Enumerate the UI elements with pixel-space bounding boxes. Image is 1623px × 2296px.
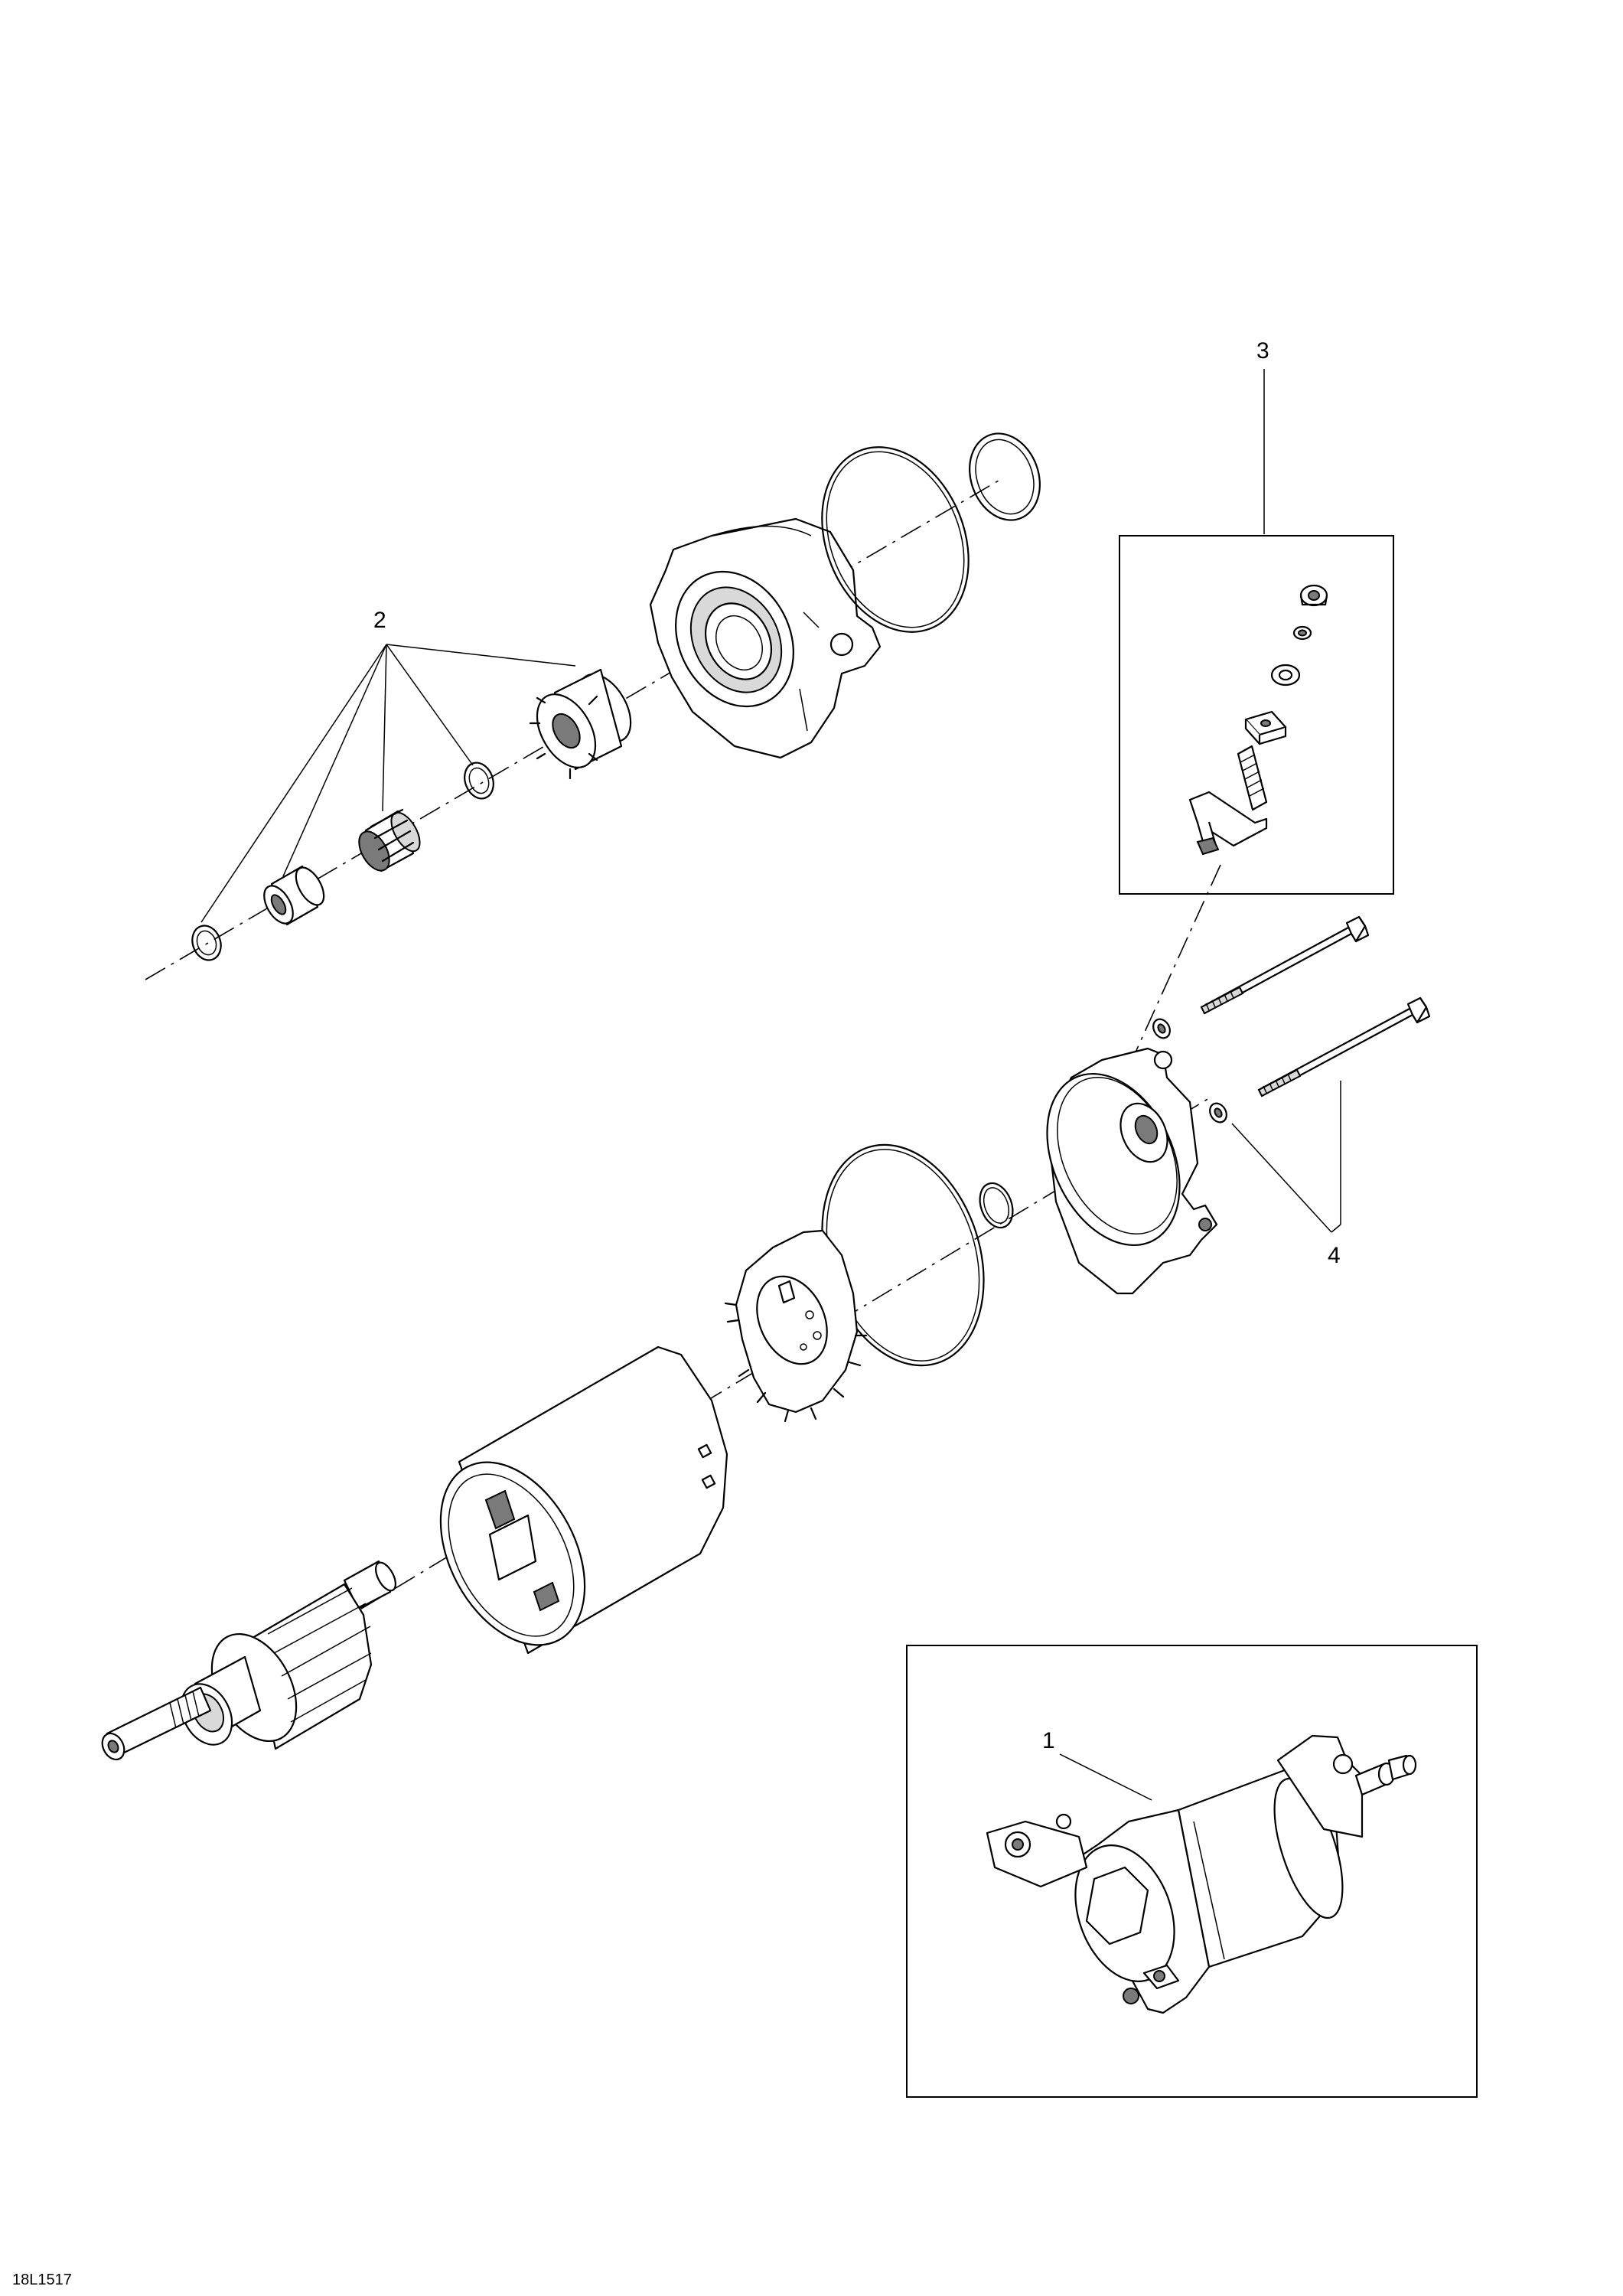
flat-washer bbox=[1270, 664, 1301, 687]
large-o-ring-upper bbox=[821, 446, 970, 633]
callout-2-leaders bbox=[200, 644, 576, 923]
starter-motor-assembly bbox=[986, 1734, 1417, 2014]
callout-1-label: 1 bbox=[1042, 1728, 1055, 1753]
lock-washer bbox=[1292, 625, 1312, 641]
terminal-kit-frame bbox=[1119, 535, 1394, 895]
callout-1-leader bbox=[1059, 1753, 1152, 1801]
armature bbox=[101, 1560, 396, 1761]
insulator-washer bbox=[1244, 710, 1287, 745]
pinion-gear bbox=[529, 668, 632, 780]
small-o-ring-upper bbox=[969, 432, 1041, 521]
terminal-nut bbox=[1299, 584, 1328, 607]
terminal-stud bbox=[1188, 745, 1268, 856]
yoke-housing bbox=[439, 1345, 728, 1655]
bushing-sleeve bbox=[263, 865, 325, 926]
end-cover bbox=[1046, 1047, 1218, 1295]
through-bolt-upper bbox=[1200, 915, 1370, 1015]
drawing-code: 18L1517 bbox=[12, 2272, 72, 2288]
retaining-ring-1 bbox=[464, 762, 494, 800]
terminal-assembly-axis bbox=[1123, 864, 1221, 1080]
callout-4-leaders bbox=[1231, 1081, 1341, 1233]
lock-washer-bolt-lower bbox=[1209, 1102, 1227, 1124]
lock-washer-bolt-upper bbox=[1152, 1018, 1171, 1039]
brush-plate bbox=[724, 1229, 868, 1423]
through-bolt-lower bbox=[1257, 996, 1431, 1097]
starter-assembly-frame bbox=[906, 1645, 1478, 2098]
small-o-ring-lower bbox=[979, 1182, 1014, 1229]
callout-2-label: 2 bbox=[373, 608, 386, 633]
retaining-ring-2 bbox=[191, 925, 222, 961]
callout-3-label: 3 bbox=[1256, 338, 1269, 364]
drive-housing bbox=[649, 517, 882, 759]
pinion-spring bbox=[358, 808, 421, 872]
callout-4-label: 4 bbox=[1328, 1243, 1341, 1268]
